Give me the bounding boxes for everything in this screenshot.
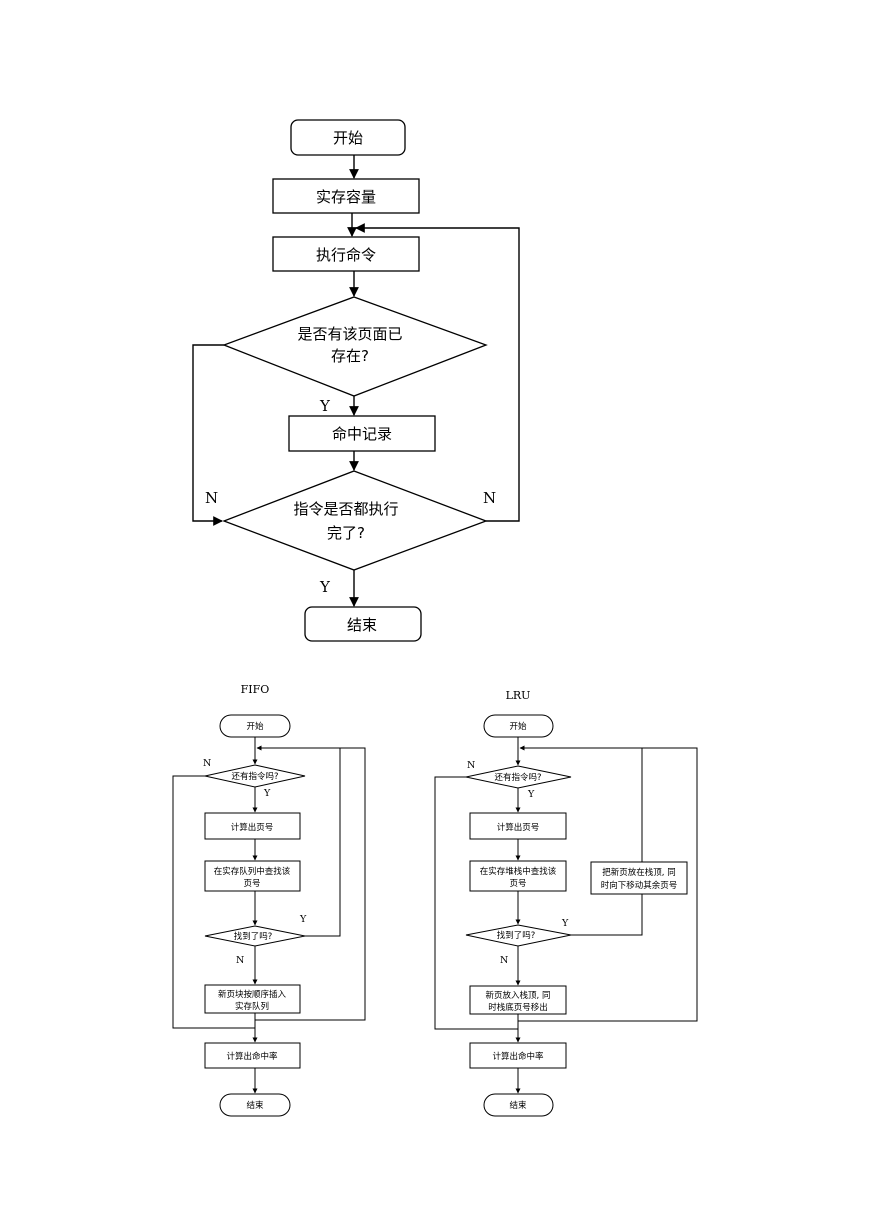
label-y-done: Y: [319, 578, 331, 596]
fifo-label-n-found: N: [236, 955, 244, 966]
lru-label-y-top: Y: [527, 789, 535, 800]
label-n-right: N: [483, 489, 496, 507]
execute-command-box: [272, 236, 420, 272]
lru-search-label-1: 在实存堆栈中查找该: [480, 866, 557, 877]
lru-flowchart: LRU 开始 还有指令吗? N Y 计算出页号 在实存堆栈中查找该 页号 把新页…: [434, 689, 698, 1117]
execute-command-label: 执行命令: [316, 246, 376, 264]
lru-load-box: [469, 985, 567, 1015]
fifo-calc-page-box: [204, 812, 301, 840]
lru-loop-no: [434, 776, 518, 1030]
memory-capacity-label: 实存容量: [316, 188, 376, 206]
fifo-end-node: [219, 1093, 291, 1117]
all-done-label-2: 完了?: [327, 524, 365, 542]
main-end-node: [304, 606, 422, 642]
fifo-label-y-top: Y: [263, 788, 271, 799]
fifo-search-label-2: 页号: [243, 879, 260, 889]
loop-right-no: [355, 223, 520, 522]
main-flowchart: 开始 实存容量 执行命令 是否有该页面已 存在? Y 命中记录 指令是否都执行 …: [192, 119, 520, 642]
fifo-hit-rate-label: 计算出命中率: [226, 1051, 278, 1062]
lru-hit-rate-box: [469, 1042, 567, 1069]
lru-found-to-move: [571, 894, 643, 936]
fifo-calc-page-label: 计算出页号: [231, 822, 274, 833]
fifo-end-label: 结束: [246, 1100, 264, 1111]
lru-move-label-1: 把新页放在栈顶, 同: [602, 867, 675, 878]
lru-label-n-top: N: [467, 760, 475, 771]
lru-start-label: 开始: [509, 721, 527, 732]
lru-move-label-2: 时向下移动其余页号: [601, 880, 678, 891]
hit-record-label: 命中记录: [332, 425, 392, 443]
fifo-start-label: 开始: [246, 721, 264, 732]
main-start-node: [290, 119, 406, 156]
lru-calc-page-label: 计算出页号: [497, 822, 540, 833]
fifo-loop-load: [254, 747, 366, 1021]
fifo-search-label-1: 在实存队列中查找该: [214, 866, 291, 877]
lru-move-loop: [519, 745, 643, 862]
fifo-label-y-found: Y: [299, 914, 307, 925]
fifo-search-box: [204, 860, 301, 892]
lru-found-label: 找到了吗?: [497, 930, 536, 941]
fifo-loop-no: [172, 775, 255, 1029]
fifo-loop-found: [256, 745, 341, 937]
memory-capacity-box: [272, 178, 420, 214]
label-n-left: N: [205, 489, 218, 507]
lru-label-n-found: N: [500, 955, 508, 966]
fifo-has-cmd-label: 还有指令吗?: [231, 771, 278, 782]
fifo-label-n-top: N: [203, 758, 211, 769]
lru-load-label-2: 时栈底页号移出: [488, 1002, 548, 1013]
lru-load-label-1: 新页放入栈顶, 同: [486, 990, 551, 1001]
lru-end-node: [483, 1093, 554, 1117]
main-end-label: 结束: [347, 616, 377, 634]
lru-loop-load: [517, 747, 698, 1022]
loop-left-no: [192, 344, 224, 526]
page-exists-label-2: 存在?: [331, 347, 369, 365]
label-y-page-exists: Y: [319, 397, 331, 415]
lru-search-label-2: 页号: [509, 879, 526, 889]
all-done-label-1: 指令是否都执行: [293, 500, 398, 518]
fifo-load-label-1: 新页块按顺序插入: [218, 989, 287, 1000]
main-start-label: 开始: [333, 129, 363, 147]
lru-has-cmd-label: 还有指令吗?: [494, 772, 541, 783]
page-exists-label-1: 是否有该页面已: [297, 325, 402, 343]
lru-calc-page-box: [469, 812, 567, 840]
all-done-decision: [222, 470, 488, 571]
fifo-hit-rate-box: [204, 1042, 301, 1069]
lru-end-label: 结束: [509, 1100, 527, 1111]
fifo-load-label-2: 实存队列: [235, 1001, 269, 1012]
lru-title: LRU: [506, 689, 531, 702]
fifo-found-label: 找到了吗?: [234, 931, 273, 942]
lru-move-box: [590, 861, 688, 895]
fifo-title: FIFO: [241, 683, 270, 696]
lru-label-y-found: Y: [561, 918, 569, 929]
fifo-flowchart: FIFO 开始 还有指令吗? N Y 计算出页号 在实存队列中查找该 页号 找到…: [172, 683, 366, 1117]
fifo-load-box: [204, 984, 301, 1014]
hit-record-box: [288, 415, 436, 452]
lru-hit-rate-label: 计算出命中率: [492, 1051, 544, 1062]
